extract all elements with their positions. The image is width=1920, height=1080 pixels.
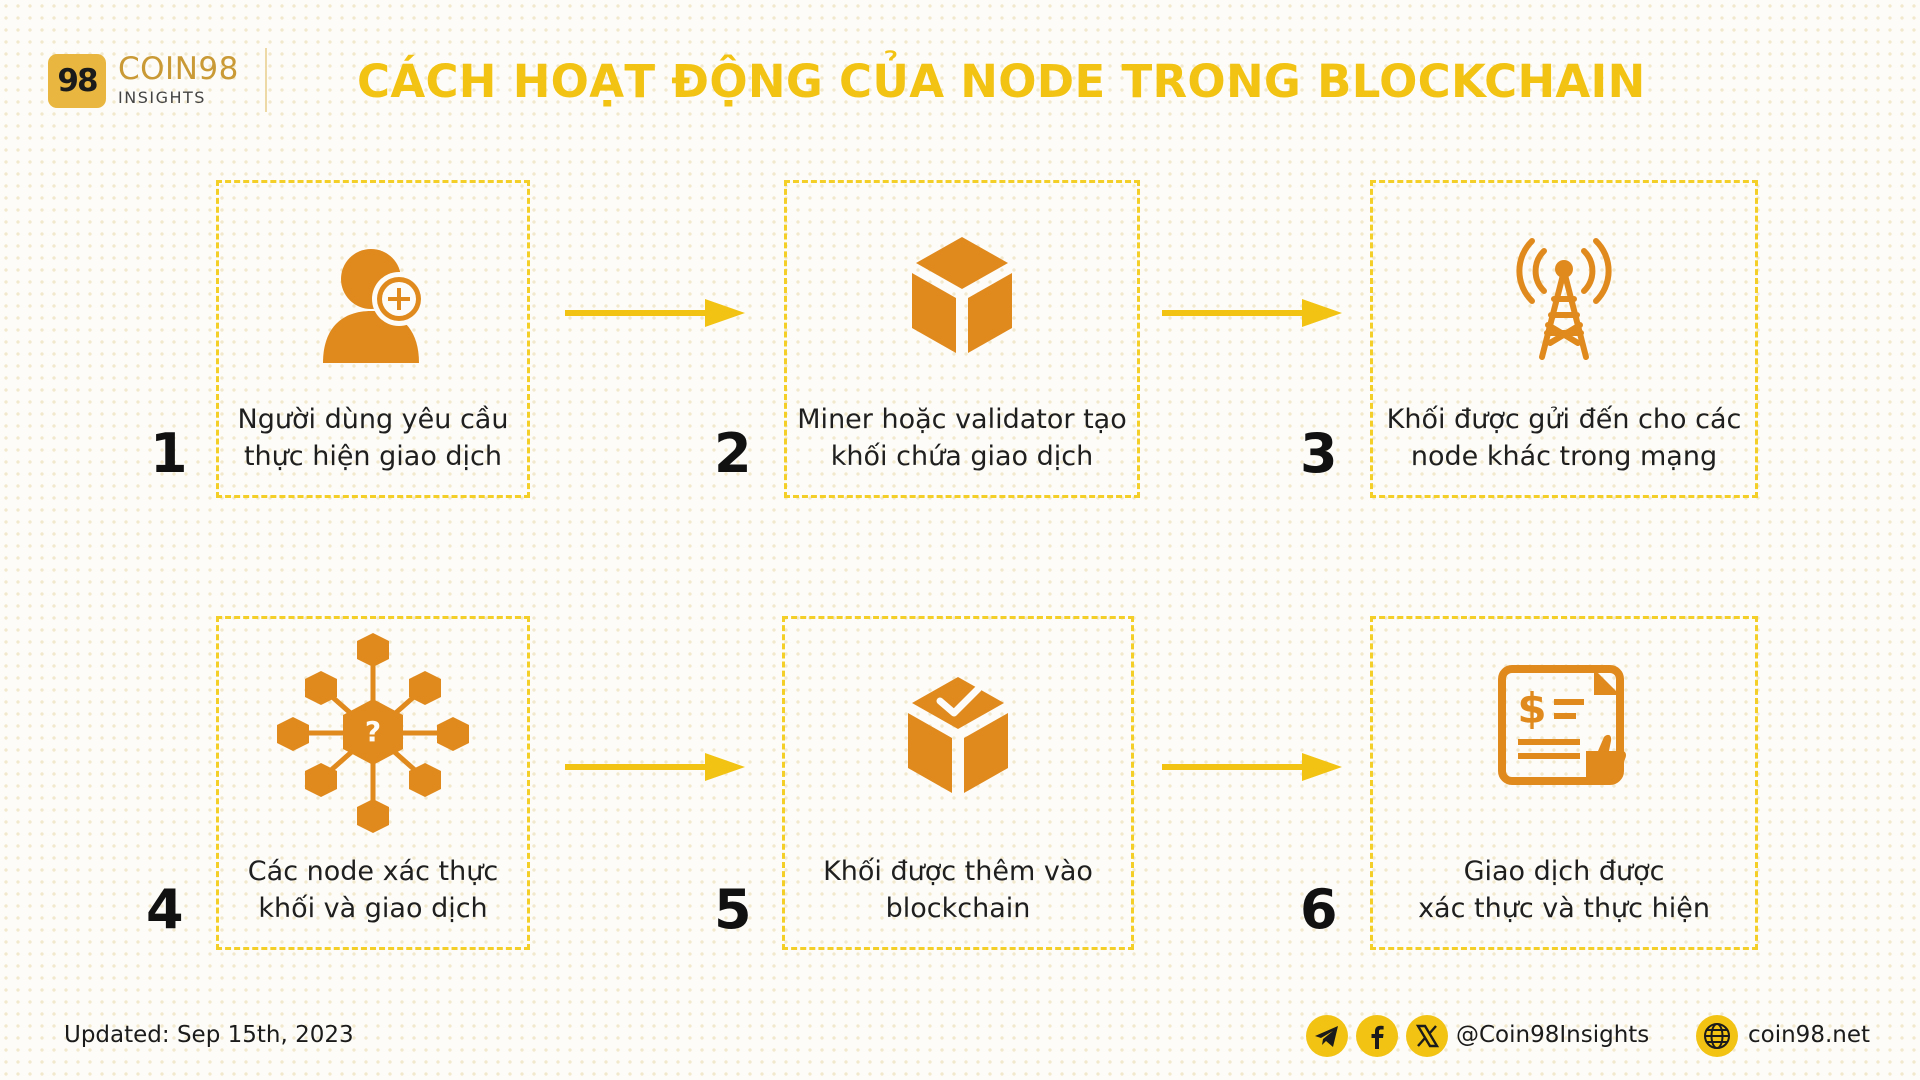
step-card-3: Khối được gửi đến cho các node khác tron… — [1370, 180, 1758, 498]
website-link[interactable]: coin98.net — [1748, 1022, 1871, 1048]
step-text-4: Các node xác thực khối và giao dịch — [247, 856, 499, 924]
telegram-icon[interactable] — [1306, 1015, 1348, 1057]
step-text-2: Miner hoặc validator tạo khối chứa giao … — [797, 404, 1127, 472]
x-icon[interactable] — [1406, 1015, 1448, 1057]
user-add-icon — [323, 249, 426, 363]
facebook-icon[interactable] — [1356, 1015, 1398, 1057]
brand-sub: INSIGHTS — [118, 88, 206, 107]
step-number-1: 1 — [150, 422, 188, 485]
step-text-1: Người dùng yêu cầu thực hiện giao dịch — [237, 404, 509, 472]
step-text-6: Giao dịch được xác thực và thực hiện — [1418, 856, 1710, 924]
step-card-1: Người dùng yêu cầu thực hiện giao dịch — [216, 180, 530, 498]
arrow-right-icon — [565, 299, 745, 327]
cube-icon — [912, 237, 1012, 353]
step-number-6: 6 — [1300, 878, 1338, 941]
updated-date: Updated: Sep 15th, 2023 — [64, 1022, 354, 1048]
step-text-5: Khối được thêm vào blockchain — [823, 856, 1093, 924]
brand-name: COIN98 — [118, 51, 239, 87]
svg-text:?: ? — [365, 715, 381, 748]
header-divider — [265, 48, 267, 112]
page-title: CÁCH HOẠT ĐỘNG CỦA NODE TRONG BLOCKCHAIN — [357, 55, 1646, 108]
step-number-2: 2 — [714, 422, 752, 485]
arrow-right-icon — [1162, 299, 1342, 327]
invoice-thumbs-up-icon: $ — [1498, 665, 1626, 785]
arrow-right-icon — [565, 753, 745, 781]
arrow-right-icon — [1162, 753, 1342, 781]
globe-icon[interactable] — [1696, 1015, 1738, 1057]
step-card-6: $ Giao dịch được xác thực và thực hiện — [1370, 616, 1758, 950]
step-number-5: 5 — [714, 878, 752, 941]
social-handle[interactable]: @Coin98Insights — [1456, 1022, 1650, 1048]
cube-check-icon — [908, 677, 1008, 793]
logo-mark: 98 — [57, 63, 98, 99]
brand-text: COIN98 INSIGHTS — [118, 52, 239, 107]
step-number-4: 4 — [146, 878, 184, 941]
svg-text:$: $ — [1517, 684, 1546, 733]
broadcast-tower-icon — [1516, 238, 1612, 360]
step-card-4: ? Các node xác thực khối và giao dịch — [216, 616, 530, 950]
step-number-3: 3 — [1300, 422, 1338, 485]
step-card-2: Miner hoặc validator tạo khối chứa giao … — [784, 180, 1140, 498]
node-network-icon: ? — [277, 633, 469, 833]
step-text-3: Khối được gửi đến cho các node khác tron… — [1386, 404, 1742, 472]
step-card-5: Khối được thêm vào blockchain — [782, 616, 1134, 950]
coin98-logo: 98 — [48, 54, 106, 108]
